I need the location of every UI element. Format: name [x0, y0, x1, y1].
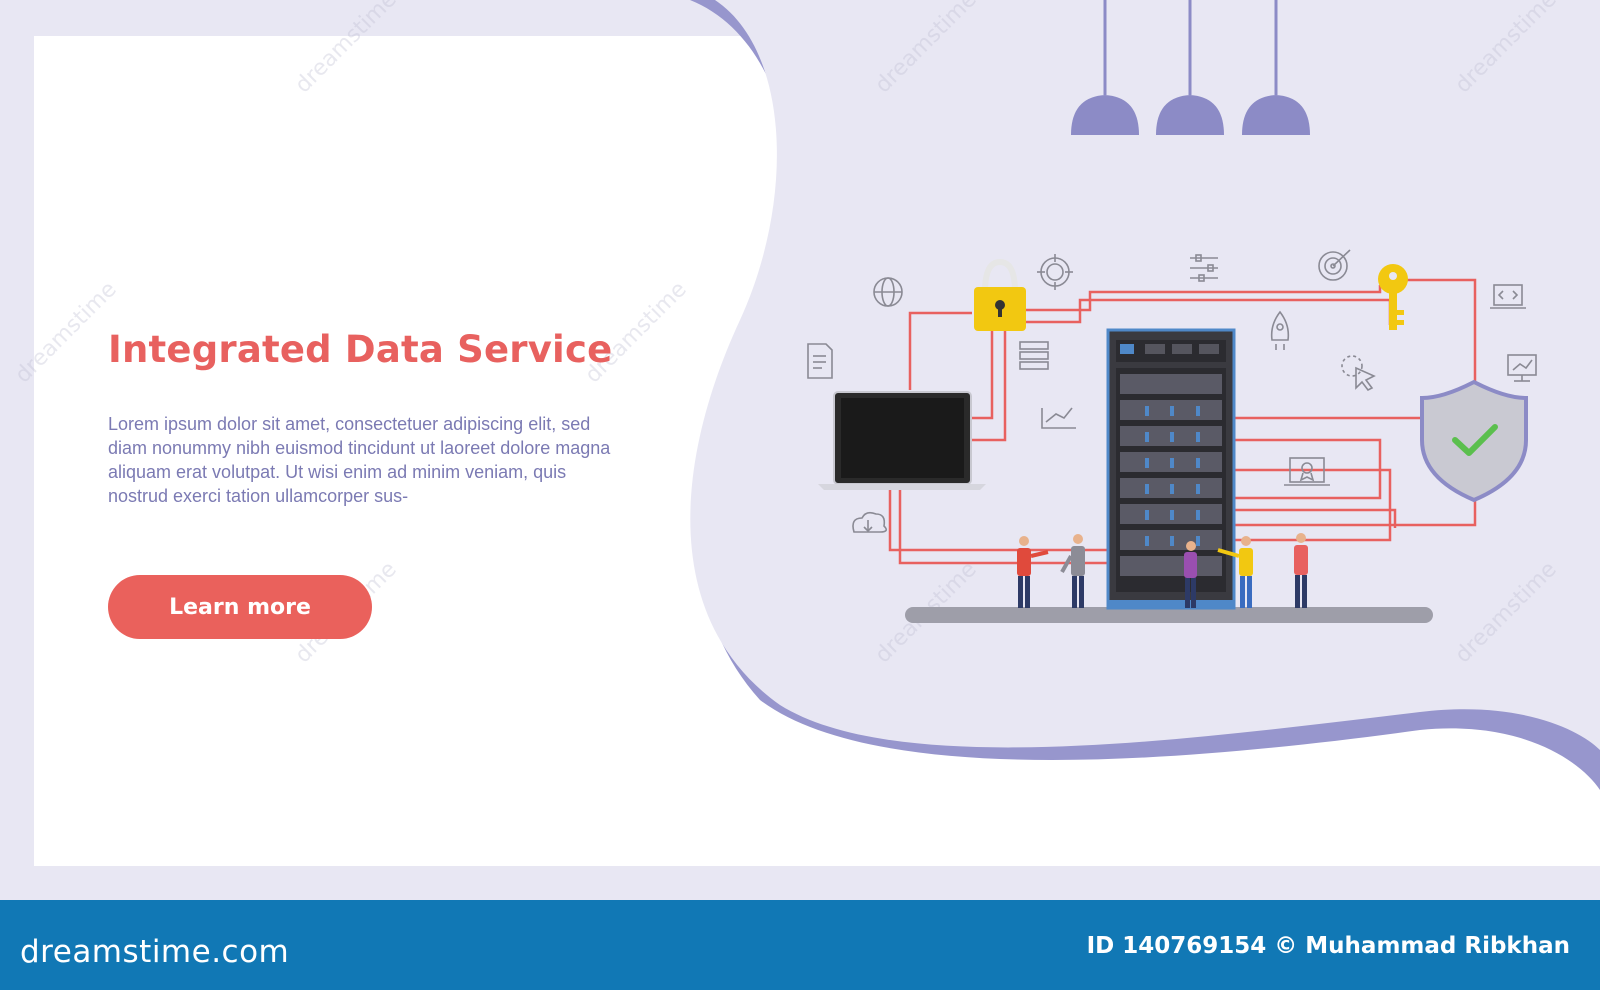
laptop-icon — [818, 391, 986, 490]
globe-icon — [873, 277, 903, 307]
shield-check-icon — [1420, 379, 1528, 503]
person-figure — [1184, 541, 1197, 608]
pendant-lamp-icon — [1071, 0, 1310, 135]
image-credit: ID 140769154 © Muhammad Ribkhan — [1086, 933, 1570, 959]
hero-description: Lorem ipsum dolor sit amet, consectetuer… — [108, 414, 611, 506]
cloud-download-icon — [852, 511, 888, 533]
footer-bar: dreamstime.com ID 140769154 © Muhammad R… — [0, 900, 1600, 990]
floor-platform — [905, 607, 1433, 623]
line-chart-icon — [1041, 407, 1076, 429]
person-figure — [1217, 536, 1253, 608]
cursor-click-icon — [1341, 355, 1376, 392]
target-icon — [1318, 249, 1351, 281]
key-icon — [1378, 264, 1408, 330]
chart-monitor-icon — [1507, 354, 1537, 382]
certificate-icon — [1284, 457, 1330, 486]
footer-logo[interactable]: dreamstime.com — [20, 934, 290, 970]
sliders-icon — [1190, 254, 1218, 282]
server-stack-icon — [1019, 341, 1049, 370]
lock-icon — [974, 258, 1026, 331]
rocket-icon — [1270, 310, 1290, 350]
hero-title: Integrated Data Service — [108, 328, 613, 371]
target-users-icon — [1037, 254, 1073, 290]
document-icon — [807, 343, 833, 379]
person-figure — [1017, 536, 1049, 608]
person-figure — [1294, 533, 1308, 608]
server-rack-icon — [1106, 328, 1236, 610]
people-group — [1017, 533, 1308, 608]
learn-more-button[interactable]: Learn more — [108, 575, 372, 639]
data-service-illustration — [807, 0, 1537, 623]
person-figure — [1060, 534, 1085, 608]
code-window-icon — [1490, 284, 1526, 309]
